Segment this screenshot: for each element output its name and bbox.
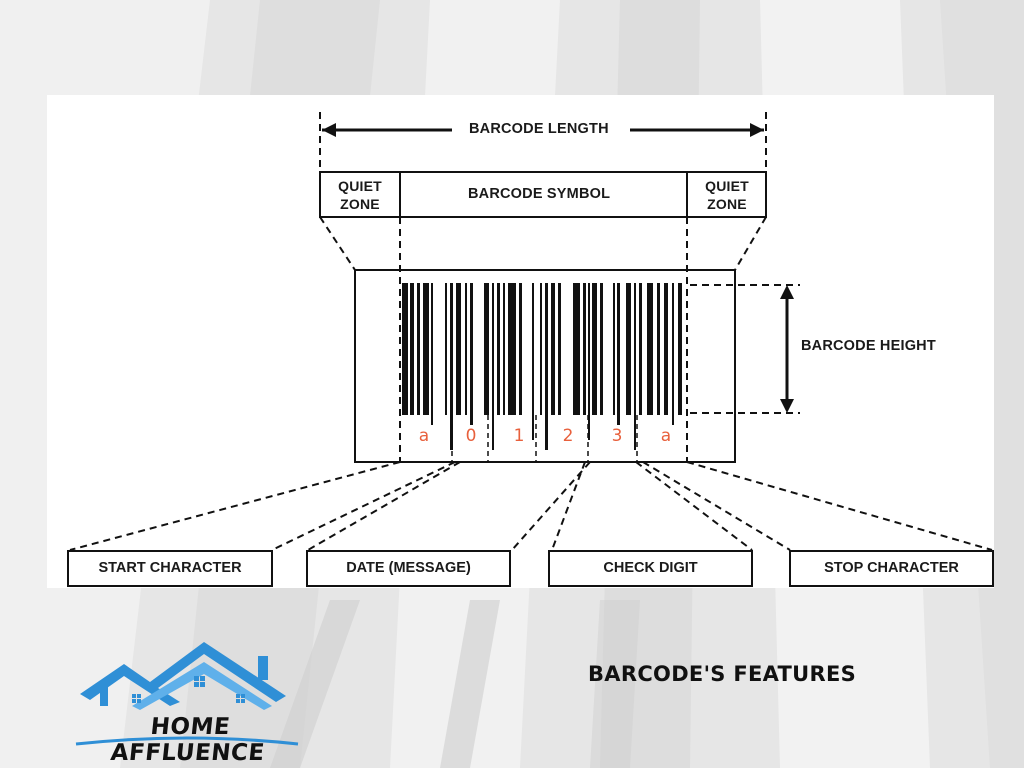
check-digit-box (548, 550, 753, 587)
barcode-bar (664, 283, 668, 415)
projection-left (319, 216, 356, 271)
barcode-bar (583, 283, 586, 415)
barcode-bar (626, 283, 631, 415)
caption-title: BARCODE'S FEATURES (588, 662, 857, 686)
length-arrowhead-right (750, 123, 764, 137)
barcode-bar (678, 283, 682, 415)
height-arrowhead-bottom (780, 399, 794, 413)
barcode-bar (465, 283, 467, 415)
barcode-bar (492, 283, 494, 450)
barcode-bar (519, 283, 522, 415)
check-digit-label: CHECK DIGIT (603, 560, 698, 576)
barcode-box (354, 269, 736, 463)
barcode-bar (410, 283, 414, 415)
barcode-bar (617, 283, 620, 440)
date-message-box (306, 550, 511, 587)
digit-a-start: a (414, 425, 434, 447)
logo-text: HOME AFFLUENCE (109, 714, 266, 766)
barcode-bar (431, 283, 433, 440)
zones-box (319, 171, 767, 218)
barcode-bar (613, 283, 615, 415)
barcode-bar (588, 283, 590, 440)
barcode-bar (417, 283, 420, 415)
barcode-bar (672, 283, 674, 440)
barcode-length-label: BARCODE LENGTH (469, 121, 609, 137)
start-character-label: START CHARACTER (98, 560, 242, 576)
barcode-bar (551, 283, 555, 415)
barcode-bar (497, 283, 500, 415)
barcode-bar (545, 283, 548, 450)
barcode-bar (402, 283, 408, 415)
barcode-bar (647, 283, 653, 415)
barcode-bar (639, 283, 642, 415)
barcode-bar (540, 283, 542, 415)
barcode-bar (508, 283, 516, 415)
quiet-zone-right-label: QUIET ZONE (705, 178, 749, 212)
barcode-symbol-label: BARCODE SYMBOL (468, 186, 611, 202)
digit-3: 3 (607, 425, 627, 447)
digit-1: 1 (509, 425, 529, 447)
barcode-bar (634, 283, 636, 450)
barcode-bar (558, 283, 561, 415)
barcode-bar (657, 283, 660, 415)
barcode-bar (600, 283, 603, 415)
stop-character-box (789, 550, 994, 587)
length-arrowhead-left (322, 123, 336, 137)
height-arrowhead-top (780, 285, 794, 299)
barcode-bar (450, 283, 453, 450)
barcode-bar (573, 283, 580, 415)
barcode-bar (484, 283, 489, 415)
barcode-height-label: BARCODE HEIGHT (801, 338, 936, 354)
digit-a-stop: a (656, 425, 676, 447)
digit-2: 2 (558, 425, 578, 447)
barcode-bar (423, 283, 429, 415)
date-message-label: DATE (MESSAGE) (346, 560, 471, 576)
barcode-bar (503, 283, 505, 415)
start-character-box (67, 550, 273, 587)
projection-right (734, 216, 767, 271)
barcode-bar (470, 283, 473, 440)
barcode-bar (445, 283, 447, 415)
barcode-bars (402, 283, 682, 450)
stop-character-label: STOP CHARACTER (824, 560, 959, 576)
barcode-bar (592, 283, 597, 415)
barcode-bar (532, 283, 534, 440)
barcode-bar (456, 283, 461, 415)
quiet-zone-left-label: QUIET ZONE (338, 178, 382, 212)
digit-0: 0 (461, 425, 481, 447)
house-roof-icon (75, 642, 299, 746)
